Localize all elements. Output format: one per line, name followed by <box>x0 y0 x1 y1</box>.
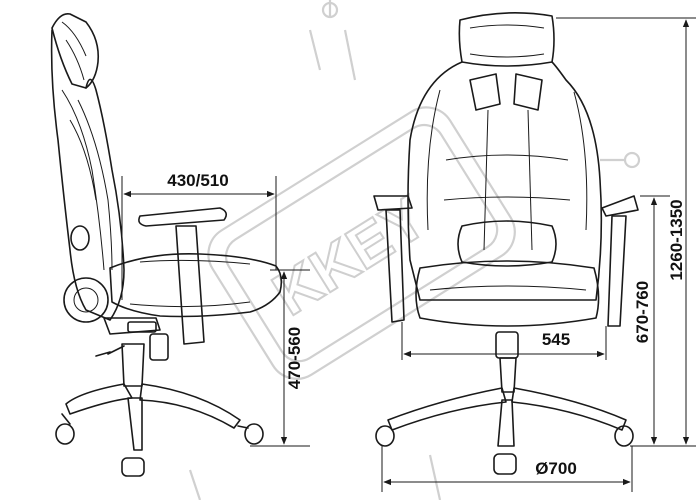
side-base-leg-right <box>139 383 241 429</box>
front-armrest-right-post <box>607 215 627 327</box>
side-seat <box>109 252 283 318</box>
label-total-height: 1260-1350 <box>667 199 686 280</box>
label-base-diameter: Ø700 <box>535 459 577 478</box>
side-lever <box>149 333 169 361</box>
front-lumbar-pillow <box>457 220 557 267</box>
side-base-leg-left <box>65 383 133 415</box>
front-caster-left <box>375 425 395 447</box>
label-seat-height: 470-560 <box>285 327 304 389</box>
side-caster-right <box>244 423 264 445</box>
front-caster-center <box>493 453 517 475</box>
front-base-leg-left <box>387 387 507 431</box>
dimension-seat-width: 545 <box>401 322 607 360</box>
dimension-seat-depth: 430/510 <box>121 171 277 300</box>
front-base-leg-center <box>497 399 515 447</box>
side-mechanism <box>103 317 161 335</box>
side-caster-front <box>121 457 145 477</box>
front-armrest-right-pad <box>601 195 639 217</box>
front-seat <box>415 260 600 327</box>
label-armrest-height: 670-760 <box>633 281 652 343</box>
dimension-armrest-height: 670-760 <box>630 195 670 447</box>
side-backrest <box>50 29 125 321</box>
dimension-base-diameter: Ø700 <box>381 446 633 492</box>
side-armrest-post <box>175 225 205 345</box>
side-caster-left <box>55 423 75 445</box>
side-lumbar-knob <box>70 225 90 251</box>
front-caster-right <box>614 425 634 447</box>
front-headrest <box>458 12 555 67</box>
chair-front-view <box>373 12 639 475</box>
chair-side-view <box>50 12 283 477</box>
front-harness-slot-right <box>513 73 543 111</box>
front-gas-lift <box>499 357 517 393</box>
front-backrest <box>407 61 603 301</box>
dimension-total-height: 1260-1350 <box>556 17 696 447</box>
front-base-leg-right <box>511 387 627 431</box>
side-tilt-knob <box>63 277 109 323</box>
side-armrest-pad <box>138 207 228 227</box>
side-headrest <box>51 12 100 89</box>
side-base-leg-front <box>127 397 143 451</box>
side-gas-lift <box>121 343 145 387</box>
label-seat-depth: 430/510 <box>167 171 228 190</box>
dimension-seat-height: 470-560 <box>250 269 310 447</box>
front-harness-slot-left <box>469 73 501 111</box>
label-seat-width: 545 <box>542 330 570 349</box>
front-armrest-left-post <box>385 209 405 323</box>
front-armrest-left-pad <box>373 195 413 211</box>
